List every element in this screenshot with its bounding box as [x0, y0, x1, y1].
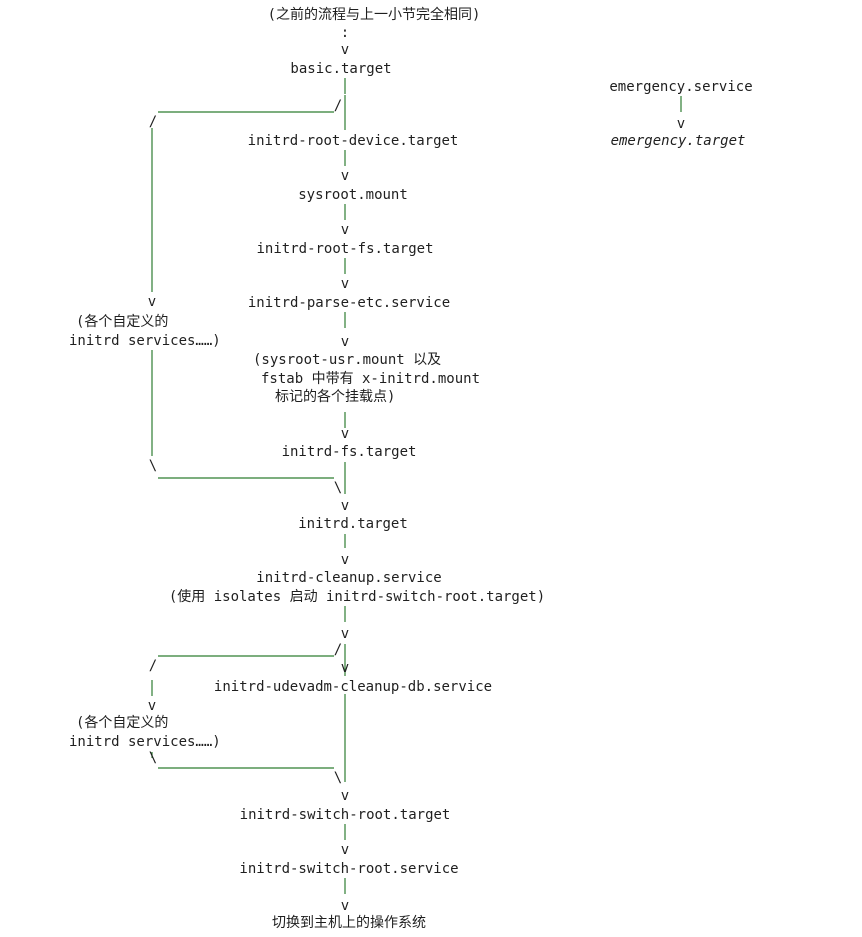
lower-loop-backslash-icon: \: [149, 750, 157, 766]
node-initrd-cleanup-service: initrd-cleanup.service: [256, 570, 442, 586]
final-note-switch-os: 切换到主机上的操作系统: [272, 915, 426, 931]
down-arrow-icon: v: [341, 276, 349, 292]
lower-loop-arrow-icon: v: [148, 698, 156, 714]
note-cleanup-isolates: (使用 isolates 启动 initrd-switch-root.targe…: [168, 589, 546, 605]
custom-services-2-line1: (各个自定义的: [76, 715, 169, 731]
lower-loop-left-slash-icon: /: [149, 658, 157, 674]
down-arrow-icon: v: [341, 552, 349, 568]
node-sysroot-mount: sysroot.mount: [298, 187, 408, 203]
note-sysroot-usr-line1: (sysroot-usr.mount 以及: [253, 352, 442, 368]
custom-services-2-line2: initrd services……): [69, 734, 221, 750]
node-initrd-root-device-target: initrd-root-device.target: [247, 133, 459, 149]
node-initrd-switch-root-target: initrd-switch-root.target: [239, 807, 451, 823]
custom-services-1-line2: initrd services……): [69, 333, 221, 349]
node-initrd-target: initrd.target: [298, 516, 408, 532]
node-initrd-fs-target: initrd-fs.target: [281, 444, 417, 460]
down-arrow-icon: v: [341, 842, 349, 858]
lower-loop-slash-icon: /: [334, 642, 342, 658]
upper-loop-join-icon: \: [334, 480, 342, 496]
down-arrow-icon: v: [341, 898, 349, 914]
emergency-down-arrow-icon: v: [677, 116, 685, 132]
down-arrow-icon: v: [341, 498, 349, 514]
note-sysroot-usr-line2: fstab 中带有 x-initrd.mount: [261, 371, 481, 387]
lower-loop-join-icon: \: [334, 770, 342, 786]
node-emergency-service: emergency.service: [609, 79, 753, 95]
node-basic-target: basic.target: [290, 61, 392, 77]
header-note: (之前的流程与上一小节完全相同): [267, 7, 481, 23]
down-arrow-icon: v: [341, 222, 349, 238]
down-arrow-icon: v: [341, 660, 349, 676]
continuation-colon: :: [340, 25, 350, 41]
upper-loop-slash-icon: /: [334, 98, 342, 114]
node-initrd-udevadm-cleanup-db-service: initrd-udevadm-cleanup-db.service: [213, 679, 493, 695]
down-arrow-icon: v: [341, 426, 349, 442]
down-arrow-icon: v: [341, 168, 349, 184]
custom-services-1-line1: (各个自定义的: [76, 314, 169, 330]
note-sysroot-usr-line3: 标记的各个挂载点): [275, 389, 396, 405]
node-emergency-target: emergency.target: [610, 133, 746, 149]
node-initrd-parse-etc-service: initrd-parse-etc.service: [247, 295, 451, 311]
down-arrow-icon: v: [341, 334, 349, 350]
upper-loop-left-slash-icon: /: [149, 114, 157, 130]
node-initrd-switch-root-service: initrd-switch-root.service: [239, 861, 459, 877]
upper-loop-arrow-icon: v: [148, 294, 156, 310]
down-arrow-icon: v: [341, 626, 349, 642]
upper-loop-backslash-icon: \: [149, 458, 157, 474]
node-initrd-root-fs-target: initrd-root-fs.target: [256, 241, 434, 257]
down-arrow-icon: v: [341, 42, 349, 58]
down-arrow-icon: v: [341, 788, 349, 804]
